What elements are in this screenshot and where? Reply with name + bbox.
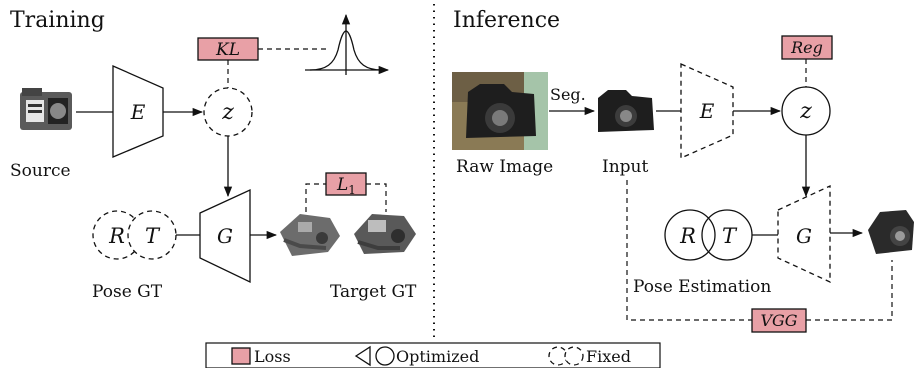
- inference-encoder-label: E: [699, 99, 715, 123]
- legend-loss-swatch: [231, 347, 251, 365]
- kl-loss-label: KL: [215, 40, 240, 60]
- legend-loss-label: Loss: [254, 347, 291, 366]
- vgg-right-path: [806, 260, 893, 321]
- reg-loss-box: [781, 35, 833, 60]
- reg-loss-label: Reg: [790, 38, 823, 57]
- input-image: [598, 90, 654, 132]
- l1-left-bracket: [305, 183, 326, 212]
- legend-optimized-circle-icon: [375, 346, 395, 366]
- training-pose-label: Pose GT: [92, 282, 163, 302]
- legend-fixed-label: Fixed: [586, 347, 631, 366]
- legend-optimized-label: Optimized: [396, 347, 479, 366]
- source-image: [20, 88, 72, 130]
- target-gt-label: Target GT: [330, 282, 417, 302]
- l1-loss-label: L1: [336, 175, 356, 197]
- legend-fixed-circle-icon-2: [564, 346, 584, 366]
- training-generator: [199, 188, 251, 284]
- segmentation-label: Seg.: [550, 85, 586, 104]
- source-label: Source: [10, 161, 71, 181]
- vgg-loss-label: VGG: [760, 311, 797, 330]
- l1-right-bracket: [366, 183, 387, 212]
- inference-pose-label: Pose Estimation: [633, 277, 771, 297]
- training-generated-image: [280, 214, 340, 256]
- inference-title: Inference: [453, 8, 560, 33]
- training-translation-label: T: [145, 224, 161, 248]
- training-encoder-label: E: [130, 100, 146, 124]
- l1-loss-box: [325, 172, 367, 196]
- inference-rotation-label: R: [679, 224, 696, 248]
- legend-optimized-trapezoid-icon: [354, 345, 371, 367]
- inference-generator-label: G: [796, 224, 812, 248]
- inference-generator: [777, 184, 831, 284]
- gaussian-prior-plot: [305, 13, 390, 75]
- input-label: Input: [602, 157, 648, 177]
- training-rotation-label: R: [108, 224, 125, 248]
- target-gt-image: [354, 214, 416, 254]
- vgg-loss-box: [751, 308, 807, 333]
- raw-image: [452, 72, 548, 150]
- training-latent-label: z: [221, 100, 234, 125]
- legend: Loss Optimized Fixed: [205, 342, 661, 368]
- inference-output-image: [868, 210, 914, 254]
- inference-latent-label: z: [799, 99, 812, 124]
- vgg-left-path: [626, 180, 752, 321]
- training-title: Training: [10, 8, 105, 33]
- inference-translation-label: T: [722, 224, 738, 248]
- training-encoder: [112, 65, 164, 158]
- inference-rotation-node: [664, 209, 716, 261]
- legend-fixed-circle-icon: [548, 346, 568, 366]
- training-generator-label: G: [217, 224, 233, 248]
- raw-image-label: Raw Image: [456, 157, 553, 177]
- legend-box: [205, 342, 661, 368]
- inference-encoder: [680, 63, 734, 159]
